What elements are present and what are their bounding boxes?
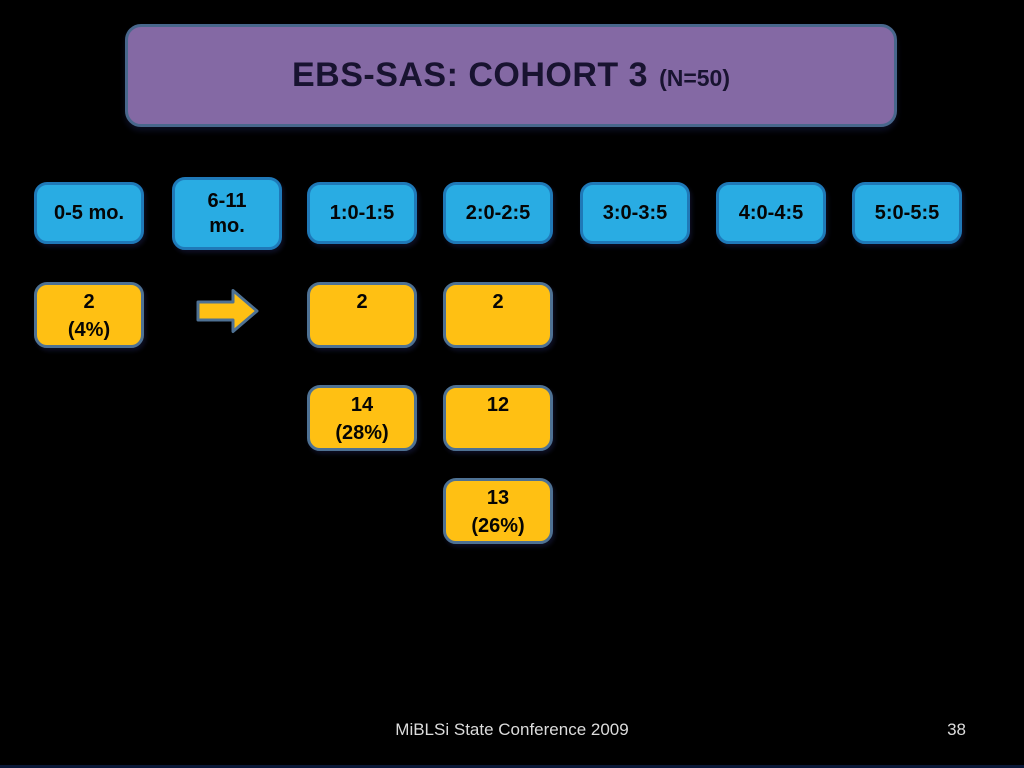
slide-bottom-edge xyxy=(0,765,1024,768)
slide-title-sample-size: (N=50) xyxy=(659,65,731,91)
count-box-2-0-2-5-row1: 2 xyxy=(443,282,553,348)
age-header-1-0-1-5: 1:0-1:5 xyxy=(307,182,417,244)
slide-title: EBS-SAS: COHORT 3 xyxy=(291,56,649,94)
slide-page-number: 38 xyxy=(947,720,966,739)
footer-conference-label: MiBLSi State Conference 2009 xyxy=(395,720,629,739)
age-header-4-0-4-5: 4:0-4:5 xyxy=(716,182,826,244)
age-header-5-0-5-5: 5:0-5:5 xyxy=(852,182,962,244)
age-header-6-11-mo: 6-11 mo. xyxy=(172,177,282,250)
age-header-0-5-mo: 0-5 mo. xyxy=(34,182,144,244)
right-arrow-icon xyxy=(196,288,260,334)
age-header-2-0-2-5: 2:0-2:5 xyxy=(443,182,553,244)
count-box-1-0-1-5-row2: 14 (28%) xyxy=(307,385,417,451)
slide-title-box: EBS-SAS: COHORT 3 (N=50) xyxy=(125,24,897,127)
count-box-0-5-mo: 2 (4%) xyxy=(34,282,144,348)
age-header-3-0-3-5: 3:0-3:5 xyxy=(580,182,690,244)
count-box-2-0-2-5-row2: 12 xyxy=(443,385,553,451)
count-box-2-0-2-5-row3: 13 (26%) xyxy=(443,478,553,544)
count-box-1-0-1-5-row1: 2 xyxy=(307,282,417,348)
